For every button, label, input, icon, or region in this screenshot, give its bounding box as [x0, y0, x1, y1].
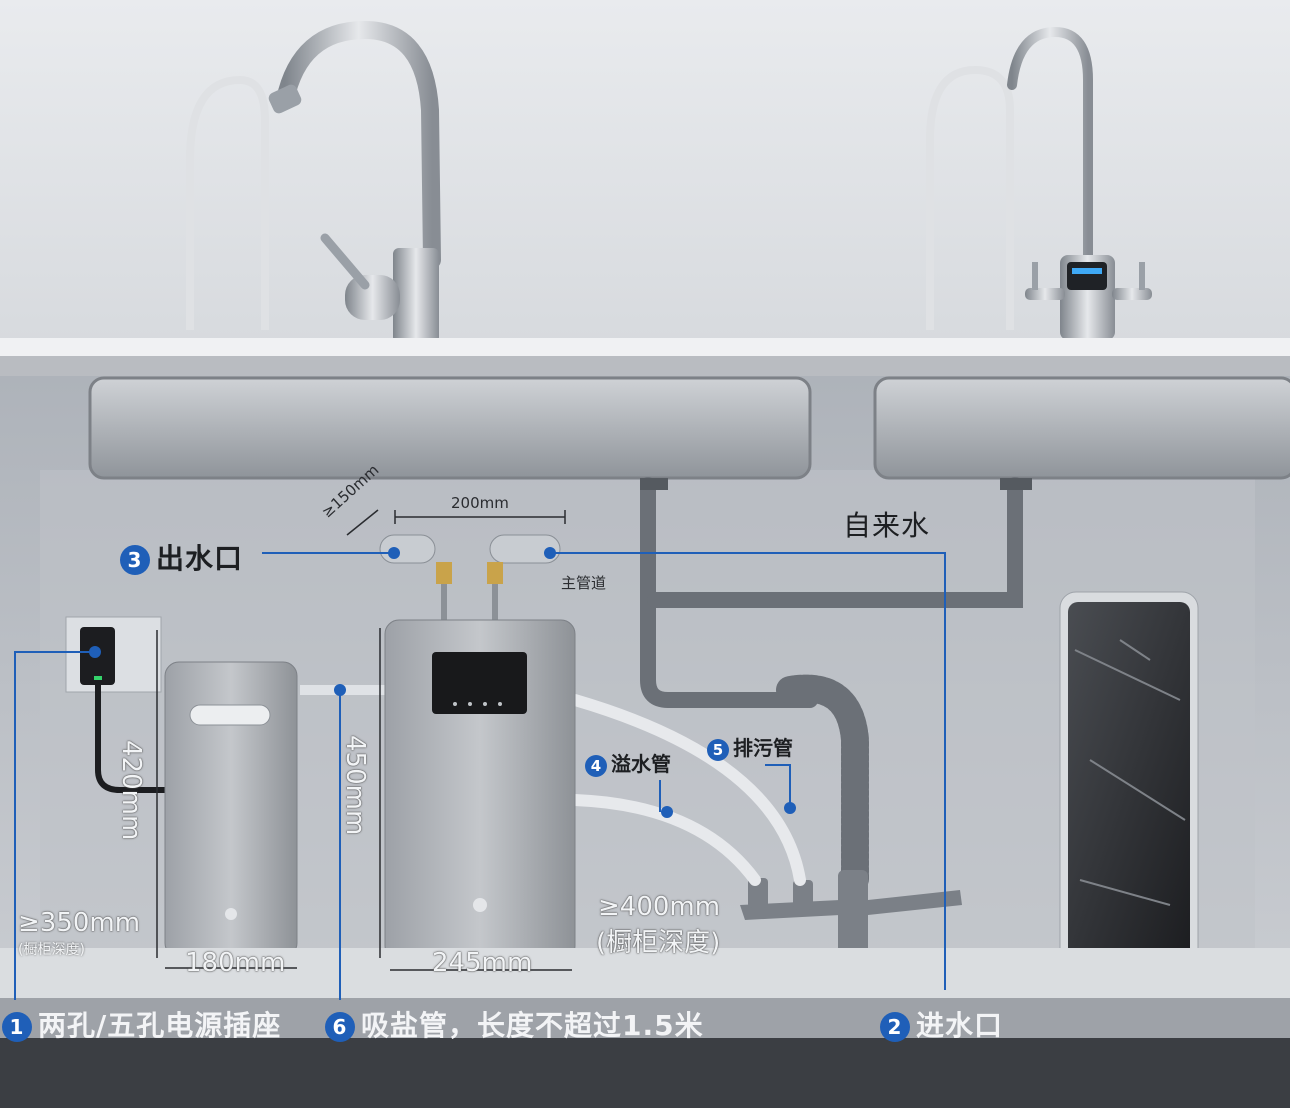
water-purifier	[1059, 591, 1199, 971]
dim-350-note: (橱柜深度)	[18, 942, 85, 958]
softener-unit	[384, 619, 576, 961]
leader-dots	[89, 547, 796, 818]
label-tap-water: 自来水	[843, 509, 931, 542]
cabinet-floor	[0, 948, 1290, 998]
label-salt-tube-text: 吸盐管，长度不超过1.5米	[361, 1009, 704, 1042]
label-socket-text: 两孔/五孔电源插座	[38, 1009, 282, 1042]
countertop	[0, 338, 1290, 356]
badge-4: 4	[585, 754, 607, 777]
drain-pipes	[640, 477, 1032, 894]
dim-450: 450mm	[340, 735, 370, 836]
badge-5: 5	[707, 738, 729, 761]
left-sink-basin	[88, 376, 812, 480]
dim-200: 200mm	[451, 494, 509, 512]
label-overflow-text: 溢水管	[611, 752, 671, 776]
purifier-faucet	[1007, 26, 1152, 340]
countertop-edge	[0, 356, 1290, 376]
badge-1: 1	[2, 1012, 32, 1042]
badge-6: 6	[325, 1012, 355, 1042]
wall-reflection	[926, 65, 1014, 330]
dim-400: ≥400mm	[598, 892, 721, 922]
wall-reflection	[186, 75, 269, 330]
dim-350: ≥350mm	[18, 908, 141, 938]
label-outlet-text: 出水口	[156, 542, 244, 575]
leader-lines	[14, 552, 946, 1000]
dim-400-note: (橱柜深度)	[596, 928, 721, 958]
label-inlet-text: 进水口	[916, 1009, 1004, 1042]
overflow-tube	[569, 794, 761, 886]
floor-tiles	[0, 1038, 1290, 1108]
drain-tube	[569, 694, 806, 886]
label-drain-text: 排污管	[733, 736, 793, 760]
water-outlets	[379, 534, 561, 622]
power-socket	[65, 616, 165, 793]
right-sink-basin	[873, 376, 1290, 480]
label-main-pipe: 主管道	[561, 574, 607, 592]
drain-trap	[740, 870, 962, 960]
dim-420: 420mm	[116, 740, 146, 841]
dim-245: 245mm	[432, 948, 533, 978]
dimension-lines	[156, 509, 572, 971]
badge-3: 3	[120, 545, 150, 575]
cabinet-front-edge	[0, 998, 1290, 1038]
badge-2: 2	[880, 1012, 910, 1042]
dim-180: 180mm	[185, 948, 286, 978]
kitchen-faucet	[268, 20, 441, 343]
salt-tank	[164, 661, 298, 958]
